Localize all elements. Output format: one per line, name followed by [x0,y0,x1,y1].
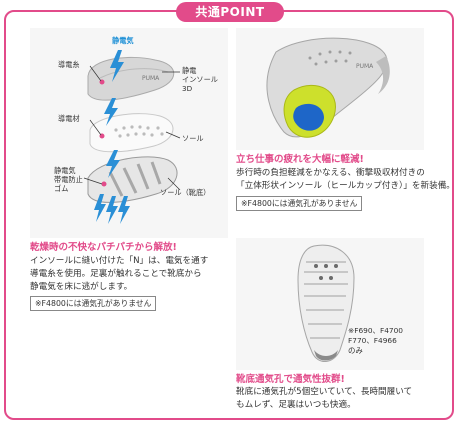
antistatic-panel: PUMA 静電気 導電糸 静電 [30,28,228,238]
cushion-body: 歩行時の負担軽減をかなえる、衝撃吸収材付きの 「立体形状インソール（ヒールカップ… [236,168,455,191]
cushion-note: ※F4800には通気孔がありません [236,196,363,211]
ventilation-models: ※F690、F4700 F770、F4966 のみ [348,326,404,355]
cushion-insole-illustration: PUMA [266,37,390,138]
static-bolt-icon [94,194,106,222]
outsole-photo-panel: ※F690、F4700 F770、F4966 のみ [236,238,424,370]
antistatic-note: ※F4800には通気孔がありません [30,296,157,311]
static-bolt-icon [106,150,120,178]
ventilation-heading: 靴底通気孔で通気性抜群! [236,374,345,385]
insole-3d-illustration [87,56,175,101]
label-conductive-material: 導電材 [58,114,80,123]
antistatic-body: インソールに縫い付けた「N」は、電気を通す 導電糸を使用。足裏が触れることで靴底… [30,256,209,292]
svg-text:PUMA: PUMA [356,63,374,70]
label-conductive-thread: 導電糸 [58,60,80,69]
sole-illustration [89,113,174,153]
svg-text:PUMA: PUMA [142,75,160,82]
common-point-badge: 共通POINT [176,2,284,22]
label-antistatic-rubber: 静電気 帯電防止 ゴム [54,166,83,193]
static-bolt-icon [106,196,118,224]
insole-photo-panel: PUMA [236,28,424,150]
label-static: 静電気 [112,36,134,45]
static-bolt-icon [118,196,130,224]
cushion-heading: 立ち仕事の疲れを大幅に軽減! [236,154,364,165]
antistatic-diagram: PUMA [83,50,181,224]
ventilated-outsole-illustration [297,244,355,362]
label-insole-3d: 静電 インソール 3D [182,66,218,93]
static-bolt-icon [104,98,118,126]
ventilation-body: 靴底に通気孔が5個空いていて、長時間履いて もムレず、足裏はいつも快適。 [236,387,413,410]
label-outsole: ソール（靴底） [160,188,211,197]
antistatic-heading: 乾燥時の不快なパチパチから解放! [30,242,177,253]
static-bolt-icon [110,50,124,82]
label-sole: ソール [182,134,204,143]
